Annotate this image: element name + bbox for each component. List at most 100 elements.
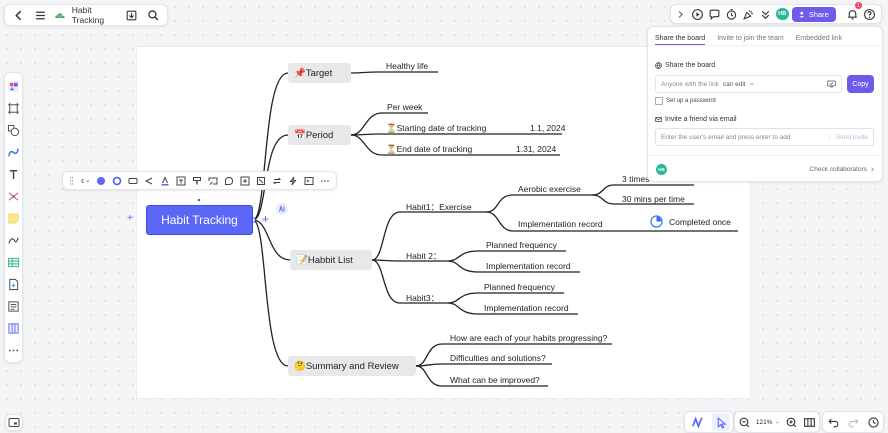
format-painter-icon[interactable] (192, 175, 202, 187)
node-summary-q2[interactable]: Difficulties and solutions? (450, 353, 546, 363)
link-icon[interactable] (208, 175, 218, 187)
table-tool-icon[interactable] (6, 253, 22, 272)
node-habit-list[interactable]: 📝Habbit List (290, 250, 372, 270)
node-end-date-value[interactable]: 1.31, 2024 (516, 144, 557, 154)
comment-node-icon[interactable] (224, 175, 234, 187)
zoom-in-icon[interactable] (784, 413, 798, 431)
node-completed-once[interactable]: Completed once (669, 217, 731, 227)
text-tool-icon[interactable] (6, 165, 22, 184)
ai-lightning-icon[interactable] (288, 175, 298, 187)
drag-handle-icon[interactable] (69, 175, 74, 187)
node-healthy-life[interactable]: Healthy life (386, 61, 429, 71)
shape-style-icon[interactable] (128, 175, 138, 187)
more-tools-icon[interactable] (6, 341, 22, 360)
bottom-tools-a (684, 411, 734, 433)
node-minutes[interactable]: 30 mins per time (622, 194, 685, 204)
collapse-chevron-icon[interactable] (675, 5, 687, 23)
more-options-icon[interactable] (320, 175, 330, 187)
zoom-out-icon[interactable] (737, 413, 751, 431)
node-habit1[interactable]: Habit1：Exercise (406, 202, 472, 212)
download-icon[interactable] (124, 6, 139, 24)
insert-topic-icon[interactable] (176, 175, 186, 187)
node-per-week[interactable]: Per week (387, 102, 423, 112)
minimap-toggle-icon[interactable] (8, 417, 20, 429)
node-habit3-planned[interactable]: Planned frequency (484, 282, 555, 292)
collaborator-avatar: HB (656, 164, 667, 175)
select-cursor-icon[interactable] (712, 413, 730, 431)
tab-embedded-link[interactable]: Embedded link (795, 35, 843, 42)
menu-icon[interactable] (32, 6, 47, 24)
help-icon[interactable] (863, 5, 877, 23)
fit-screen-icon[interactable] (803, 413, 817, 431)
pen-tool-icon[interactable] (6, 231, 22, 250)
node-habit2[interactable]: Habit 2： (406, 251, 442, 261)
text-color-icon[interactable] (160, 175, 170, 187)
document-tool-icon[interactable] (6, 297, 22, 316)
timer-icon[interactable] (724, 5, 738, 23)
search-icon[interactable] (146, 6, 161, 24)
tab-invite-team[interactable]: Invite to join the team (717, 35, 784, 42)
add-child-icon[interactable] (240, 175, 250, 187)
shapes-icon[interactable] (6, 121, 22, 140)
invite-email-input[interactable]: Enter the user's email and press enter t… (655, 128, 874, 146)
node-summary-q1[interactable]: How are each of your habits progressing? (450, 333, 608, 343)
ai-assist-icon[interactable] (276, 203, 288, 215)
doc-title[interactable]: Habit Tracking (71, 5, 105, 25)
sticky-note-icon[interactable] (6, 209, 22, 228)
upload-file-icon[interactable] (6, 275, 22, 294)
root-node-habit-tracking[interactable]: Habit Tracking (146, 205, 253, 235)
templates-icon[interactable] (6, 77, 22, 96)
node-habit3[interactable]: Habit3： (406, 293, 440, 303)
node-start-date-label[interactable]: ⏳Starting date of tracking (386, 123, 487, 133)
panel-divider (648, 155, 882, 156)
celebrate-icon[interactable] (741, 5, 755, 23)
add-right-node-icon[interactable]: + (262, 212, 270, 226)
node-target[interactable]: 📌Target (288, 63, 351, 83)
comment-icon[interactable] (707, 5, 721, 23)
check-collaborators-link[interactable]: Check collaborators (810, 166, 875, 173)
send-invite-button[interactable]: Send invite (828, 133, 868, 141)
share-tabs: Share the board Invite to join the team … (648, 27, 882, 46)
share-button[interactable]: Share (791, 6, 836, 22)
play-icon[interactable] (690, 5, 704, 23)
redo-icon[interactable] (844, 413, 862, 431)
link-role-text[interactable]: can edit (722, 80, 746, 88)
swap-icon[interactable] (272, 175, 282, 187)
mindmap-tool-icon[interactable] (6, 187, 22, 206)
frame-icon[interactable] (6, 99, 22, 118)
node-end-date-label[interactable]: ⏳End date of tracking (386, 144, 473, 154)
node-summary-review[interactable]: 🤔Summary and Review (288, 356, 416, 376)
copy-link-button[interactable]: Copy (847, 75, 874, 93)
expand-more-icon[interactable] (759, 5, 773, 23)
node-summary-q3[interactable]: What can be improved? (450, 375, 540, 385)
node-start-date-value[interactable]: 1.1, 2024 (530, 123, 566, 133)
add-left-node-icon[interactable]: + (127, 213, 133, 224)
left-toolbar (4, 72, 23, 363)
node-habit2-planned[interactable]: Planned frequency (486, 240, 557, 250)
line-style-icon[interactable] (144, 175, 154, 187)
link-permission-select[interactable]: Anyone with the link can edit (655, 75, 842, 93)
relationship-icon[interactable] (256, 175, 266, 187)
code-block-icon[interactable] (304, 175, 314, 187)
zoom-level[interactable]: 121% (756, 419, 780, 426)
tab-share-board[interactable]: Share the board (655, 35, 706, 45)
password-checkbox[interactable] (655, 97, 663, 105)
kanban-tool-icon[interactable] (6, 319, 22, 338)
back-icon[interactable] (11, 6, 26, 24)
node-times[interactable]: 3 times (622, 174, 650, 184)
node-aerobic-exercise[interactable]: Aerobic exercise (518, 184, 581, 194)
node-habit3-implementation[interactable]: Implementation record (484, 303, 569, 313)
notification-bell-icon[interactable]: 1 (845, 2, 862, 23)
node-period[interactable]: 📅Period (288, 125, 351, 145)
undo-icon[interactable] (824, 413, 842, 431)
fill-color-icon[interactable] (96, 175, 106, 187)
layout-structure-icon[interactable] (80, 175, 90, 187)
node-habit1-implementation[interactable]: Implementation record (518, 219, 603, 229)
node-habit2-implementation[interactable]: Implementation record (486, 261, 571, 271)
border-color-icon[interactable] (112, 175, 122, 187)
user-avatar[interactable]: HB (775, 8, 789, 20)
qr-display-icon[interactable] (827, 80, 836, 88)
ai-assistant-icon[interactable] (688, 413, 706, 431)
connector-line-icon[interactable] (6, 143, 22, 162)
history-icon[interactable] (864, 413, 882, 431)
